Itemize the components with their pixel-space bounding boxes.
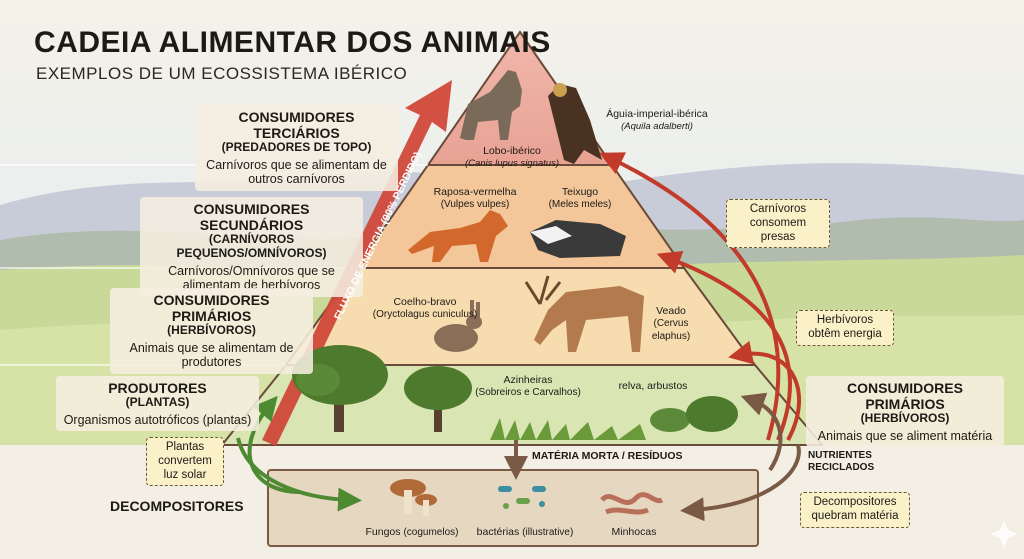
bacteria-illustration xyxy=(498,486,546,509)
species-rabbit-name: Coelho-bravo xyxy=(393,296,457,308)
species-rabbit-latin: (Oryctolagus cuniculus) xyxy=(372,309,478,321)
level-primary-right-description: Animais que se aliment matéria xyxy=(817,428,993,443)
callout-decomposers: Decompositores quebram matéria xyxy=(800,492,910,528)
species-eagle-name: Águia-imperial-ibérica xyxy=(606,108,708,120)
level-primary-right-heading: CONSUMIDORES PRIMÁRIOS xyxy=(847,380,963,413)
level-primary-heading: CONSUMIDORES PRIMÁRIOS xyxy=(153,292,270,325)
worm-illustration xyxy=(600,492,664,515)
level-primary-subheading: (HERBÍVOROS) xyxy=(167,323,256,338)
species-grass-label: relva, arbustos xyxy=(618,380,688,392)
level-tertiary-heading: CONSUMIDORES TERCIÁRIOS xyxy=(238,109,355,142)
decomposer-bacteria-label: bactérias (illustrative) xyxy=(470,526,580,539)
species-deer-name: Veado xyxy=(656,305,686,317)
level-tertiary-label: CONSUMIDORES TERCIÁRIOS (PREDADORES DE T… xyxy=(195,105,398,191)
decomposer-fungi-note: (cogumelos) xyxy=(403,527,459,538)
species-rabbit-label: Coelho-bravo (Oryctolagus cuniculus) xyxy=(360,296,490,321)
species-fox-label: Raposa-vermelha (Vulpes vulpes) xyxy=(420,186,530,211)
species-eagle-latin: (Aquila adalberti) xyxy=(621,121,693,133)
species-badger-label: Teixugo (Meles meles) xyxy=(540,186,620,211)
decomposer-fungi-label: Fungos (cogumelos) xyxy=(352,526,472,539)
species-wolf-latin: (Canis lupus signatus) xyxy=(465,158,559,170)
callout-sunlight: Plantas convertem luz solar xyxy=(146,437,224,487)
nutrients-label: NUTRIENTES RECICLADOS xyxy=(808,450,875,473)
species-oaks-label: Azinheiras (Sobreiros e Carvalhos) xyxy=(468,374,588,399)
species-oaks-name: Azinheiras xyxy=(503,374,553,386)
level-producers-heading: PRODUTORES xyxy=(108,380,207,396)
callout-herbivores: Herbívoros obtêm energia xyxy=(796,310,894,346)
decomposer-bacteria-note: (illustrative) xyxy=(522,527,574,538)
level-producers-label: PRODUTORES (PLANTAS) Organismos autotróf… xyxy=(56,376,259,432)
deer-illustration xyxy=(524,275,644,352)
eagle-illustration xyxy=(548,83,602,164)
species-eagle-label: Águia-imperial-ibérica (Aquila adalberti… xyxy=(592,108,722,133)
dead-matter-label: MATÉRIA MORTA / RESÍDUOS xyxy=(532,450,683,462)
badger-illustration xyxy=(530,220,626,258)
decomposer-worms-label: Minhocas xyxy=(611,526,657,538)
callout-carnivores: Carnívoros consomem presas xyxy=(726,199,830,249)
species-wolf-label: Lobo-ibérico (Canis lupus signatus) xyxy=(452,145,572,170)
level-primary-right-label: CONSUMIDORES PRIMÁRIOS (HERBÍVOROS) Anim… xyxy=(806,376,1004,448)
wolf-illustration xyxy=(460,70,522,140)
page-subtitle: EXEMPLOS DE UM ECOSSISTEMA IBÉRICO xyxy=(36,64,408,83)
species-deer-label: Veado (Cervus elaphus) xyxy=(646,305,696,342)
species-badger-name: Teixugo xyxy=(561,186,599,198)
level-secondary-subheading: (CARNÍVOROS PEQUENOS/OMNÍVOROS) xyxy=(176,232,327,260)
species-deer-latin: (Cervus elaphus) xyxy=(651,318,691,342)
level-primary-right-subheading: (HERBÍVOROS) xyxy=(860,411,950,426)
species-oaks-latin: (Sobreiros e Carvalhos) xyxy=(475,387,581,399)
level-producers-description: Organismos autotróficos (plantas) xyxy=(63,412,252,427)
mushroom-illustration xyxy=(390,479,437,516)
level-primary-label: CONSUMIDORES PRIMÁRIOS (HERBÍVOROS) Anim… xyxy=(110,288,313,374)
species-wolf-name: Lobo-ibérico xyxy=(483,145,541,157)
fox-illustration xyxy=(408,210,508,262)
level-decomposers-label: DECOMPOSITORES xyxy=(110,498,244,514)
level-secondary-heading: CONSUMIDORES SECUNDÁRIOS xyxy=(193,201,310,234)
level-producers-subheading: (PLANTAS) xyxy=(125,395,190,410)
level-tertiary-description: Carnívoros que se alimentam de outros ca… xyxy=(206,157,387,187)
page-title: CADEIA ALIMENTAR DOS ANIMAIS xyxy=(34,26,551,59)
species-fox-latin: (Vulpes vulpes) xyxy=(440,199,510,211)
species-fox-name: Raposa-vermelha xyxy=(433,186,517,198)
level-primary-description: Animais que se alimentam de produtores xyxy=(129,340,294,370)
species-badger-latin: (Meles meles) xyxy=(548,199,612,211)
level-secondary-label: CONSUMIDORES SECUNDÁRIOS (CARNÍVOROS PEQ… xyxy=(140,197,363,297)
level-tertiary-subheading: (PREDADORES DE TOPO) xyxy=(221,140,372,155)
decomposer-bacteria-name: bactérias xyxy=(476,526,520,538)
decomposer-fungi-name: Fungos xyxy=(365,526,401,538)
rabbit-illustration xyxy=(434,300,482,352)
